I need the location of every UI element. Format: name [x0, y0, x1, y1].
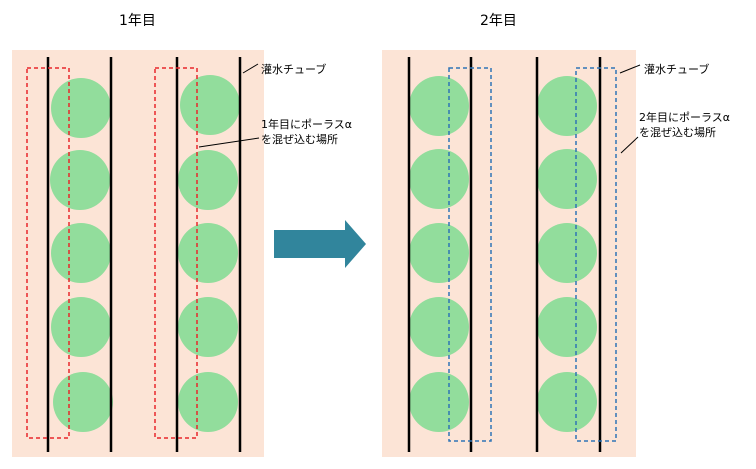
- tube-label-year1: 灌水チューブ: [261, 62, 326, 76]
- plant: [178, 372, 238, 432]
- plant: [537, 76, 597, 136]
- plant: [409, 372, 469, 432]
- zone-label-year1-line2: を混ぜ込む場所: [261, 133, 338, 146]
- plant: [409, 76, 469, 136]
- plant: [51, 297, 111, 357]
- tube-label-year2: 灌水チューブ: [644, 62, 709, 76]
- plant: [178, 150, 238, 210]
- zone-label-year2-line2: を混ぜ込む場所: [639, 126, 716, 139]
- panel-year1: [12, 50, 264, 457]
- plant-column-b: [537, 76, 597, 432]
- panel-title-year2: 2年目: [480, 13, 517, 29]
- plant-column-b: [178, 75, 240, 432]
- plant: [53, 372, 113, 432]
- plant: [537, 297, 597, 357]
- plant-column-a: [50, 78, 113, 432]
- plant: [537, 372, 597, 432]
- plant: [51, 223, 111, 283]
- plant: [178, 297, 238, 357]
- plant: [409, 223, 469, 283]
- zone-label-year2-line1: 2年目にポーラスα: [639, 110, 730, 124]
- plant: [180, 75, 240, 135]
- year2-mixing-zone: [448, 67, 492, 442]
- plant: [409, 297, 469, 357]
- year1-mixing-zone: [154, 67, 198, 439]
- plant: [178, 223, 238, 283]
- zone-callout-line: [198, 137, 260, 148]
- plant: [537, 223, 597, 283]
- tube-callout-line: [619, 64, 641, 74]
- tube-callout-line: [242, 63, 259, 74]
- plant-column-a: [409, 76, 469, 432]
- zone-label-year1-line1: 1年目にポーラスα: [261, 117, 352, 131]
- panel-year2: [382, 50, 636, 457]
- next-year-arrow: [274, 220, 366, 268]
- year1-mixing-zone: [26, 67, 70, 439]
- plant: [51, 78, 111, 138]
- plant: [50, 150, 110, 210]
- year2-mixing-zone: [575, 67, 617, 442]
- plant: [537, 149, 597, 209]
- panel-title-year1: 1年目: [119, 13, 156, 29]
- zone-callout-line: [620, 136, 639, 154]
- plant: [409, 149, 469, 209]
